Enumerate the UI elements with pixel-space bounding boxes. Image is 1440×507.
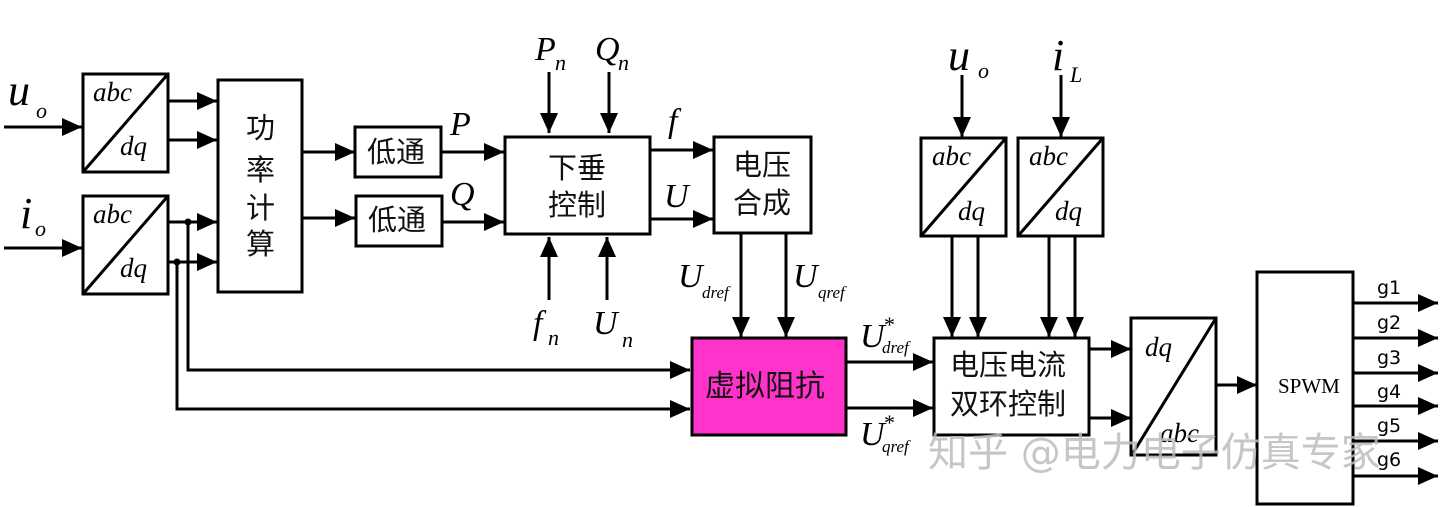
svg-text:控制: 控制 [548, 188, 606, 222]
gate-g5: g5 [1377, 415, 1401, 437]
svg-text:dref: dref [702, 283, 731, 302]
signal-P: P [449, 106, 471, 143]
gate-g1: g1 [1377, 277, 1401, 299]
watermark: 知乎 @电力电子仿真专家 [928, 430, 1381, 476]
svg-text:下垂: 下垂 [548, 151, 606, 185]
svg-text:o: o [35, 216, 46, 241]
input-io-label: i o [20, 189, 46, 241]
dq-abc-transform: dq abc [1129, 316, 1218, 457]
svg-text:dq: dq [958, 196, 985, 226]
signal-Qn: Q n [595, 31, 629, 75]
droop-control-block: 下垂 控制 [503, 135, 652, 236]
svg-text:dq: dq [120, 131, 147, 161]
spwm-block: SPWM [1255, 270, 1355, 506]
signal-Uqref-star: U * qref [860, 410, 911, 456]
power-calculation-block: 功 率 计 算 [216, 78, 304, 294]
svg-text:n: n [618, 50, 629, 75]
svg-text:*: * [884, 410, 895, 435]
svg-text:i: i [20, 189, 32, 238]
virtual-impedance-block: 虚拟阻抗 [690, 336, 848, 437]
svg-text:双环控制: 双环控制 [950, 387, 1066, 421]
svg-text:U: U [593, 305, 620, 342]
svg-text:u: u [8, 66, 30, 115]
svg-text:计: 计 [246, 191, 275, 225]
svg-text:qref: qref [818, 283, 847, 302]
svg-text:U: U [860, 318, 887, 355]
svg-text:i: i [1052, 31, 1064, 80]
svg-text:dref: dref [882, 338, 911, 357]
abc-dq-transform-uo: abc dq [81, 72, 170, 174]
svg-text:abc: abc [932, 141, 971, 171]
svg-text:o: o [978, 58, 989, 83]
svg-text:电压电流: 电压电流 [950, 348, 1066, 382]
iq-to-virtual-impedance [175, 262, 690, 418]
svg-text:n: n [548, 325, 559, 350]
svg-text:低通: 低通 [368, 203, 426, 237]
svg-text:U: U [860, 416, 887, 453]
gate-g4: g4 [1377, 381, 1401, 403]
signal-fn: f n [533, 305, 559, 350]
signal-f: f [668, 103, 682, 140]
svg-text:abc: abc [1160, 418, 1199, 448]
signal-Udref: U dref [678, 258, 731, 302]
dual-loop-control-block: 电压电流 双环控制 [932, 336, 1091, 437]
voltage-synthesis-block: 电压 合成 [712, 135, 813, 235]
signal-Un: U n [593, 305, 633, 352]
svg-text:f: f [533, 305, 547, 342]
svg-text:abc: abc [1029, 141, 1068, 171]
abc-dq-transform-uo-top: abc dq [919, 136, 1008, 238]
svg-text:算: 算 [246, 227, 275, 261]
svg-text:abc: abc [93, 77, 132, 107]
svg-text:L: L [1069, 62, 1082, 87]
signal-iL: i L [1052, 31, 1082, 87]
abc-dq-transform-io: abc dq [81, 194, 170, 296]
svg-text:电压: 电压 [733, 148, 791, 182]
svg-text:U: U [678, 258, 705, 295]
abc-dq-transform-il: abc dq [1016, 136, 1105, 238]
svg-text:dq: dq [1145, 332, 1172, 362]
signal-Udref-star: U * dref [860, 312, 911, 357]
svg-text:qref: qref [882, 437, 911, 456]
signal-U: U [664, 178, 691, 215]
svg-text:功: 功 [246, 111, 275, 145]
svg-text:u: u [948, 31, 970, 80]
svg-text:n: n [622, 327, 633, 352]
svg-text:*: * [884, 312, 895, 337]
svg-text:SPWM: SPWM [1278, 374, 1340, 398]
id-to-virtual-impedance [186, 222, 690, 379]
gate-g6: g6 [1377, 449, 1401, 471]
svg-text:o: o [36, 98, 47, 123]
gate-g3: g3 [1377, 347, 1401, 369]
svg-text:U: U [793, 258, 820, 295]
svg-text:率: 率 [246, 153, 275, 187]
gate-outputs: g1 g2 g3 g4 g5 g6 [1353, 277, 1438, 485]
svg-text:低通: 低通 [367, 135, 425, 169]
svg-text:dq: dq [120, 253, 147, 283]
signal-Uqref: U qref [793, 258, 847, 302]
svg-text:dq: dq [1055, 196, 1082, 226]
svg-text:Q: Q [595, 31, 620, 68]
svg-text:abc: abc [93, 199, 132, 229]
svg-text:P: P [534, 31, 556, 68]
signal-uo-top: u o [948, 31, 989, 83]
signal-Q: Q [450, 176, 475, 213]
svg-text:n: n [555, 50, 566, 75]
input-uo-label: u o [8, 66, 47, 123]
lowpass-filter-p: 低通 [353, 125, 443, 179]
gate-g2: g2 [1377, 312, 1401, 334]
svg-text:虚拟阻抗: 虚拟阻抗 [705, 369, 825, 404]
lowpass-filter-q: 低通 [354, 194, 444, 248]
signal-Pn: P n [534, 31, 566, 75]
svg-text:合成: 合成 [733, 186, 791, 220]
